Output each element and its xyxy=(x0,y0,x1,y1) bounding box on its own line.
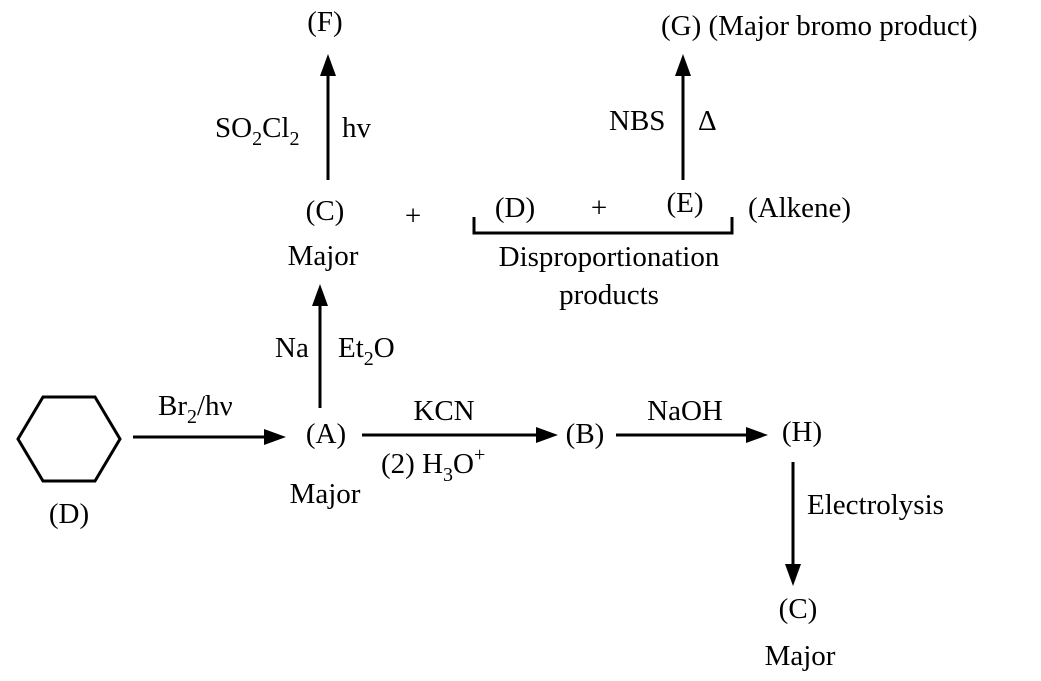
label-h: (H) xyxy=(782,416,822,448)
label-b: (B) xyxy=(566,418,605,450)
arrow-h-to-c-head xyxy=(785,564,801,586)
reagent-so2cl2: SO2Cl2 xyxy=(215,112,299,150)
label-c-bottom: (C) xyxy=(779,593,818,625)
reagent-et2o: Et2O xyxy=(338,332,395,370)
label-major-c-top: Major xyxy=(288,240,359,272)
reagent-nbs: NBS xyxy=(609,105,665,137)
arrow-a-to-b-head xyxy=(536,427,558,443)
label-c-top: (C) xyxy=(306,195,345,227)
label-e: (E) xyxy=(666,187,703,219)
arrow-c-to-f-head xyxy=(320,54,336,76)
label-major-a: Major xyxy=(290,478,361,510)
label-a: (A) xyxy=(306,418,346,450)
label-products: products xyxy=(559,279,659,311)
arrow-e-to-g-head xyxy=(675,54,691,76)
label-disproportionation: Disproportionation xyxy=(499,241,720,273)
label-d-mid: (D) xyxy=(495,192,535,224)
reagent-delta: Δ xyxy=(698,105,717,137)
arrow-b-to-h-head xyxy=(746,427,768,443)
label-g: (G) (Major bromo product) xyxy=(661,10,978,42)
reagent-br2-hv: Br2/hν xyxy=(158,390,233,428)
disproportionation-bracket xyxy=(472,217,734,235)
label-d-bottom: (D) xyxy=(49,498,89,530)
label-major-c-bottom: Major xyxy=(765,640,836,672)
reagent-hv-top: hv xyxy=(342,112,372,144)
reagent-h3o: (2) H3O+ xyxy=(381,444,485,486)
label-f: (F) xyxy=(307,6,342,38)
plus-sign-2: + xyxy=(591,192,607,224)
reagent-na: Na xyxy=(275,332,309,364)
plus-sign-1: + xyxy=(405,200,421,232)
reagent-naoh: NaOH xyxy=(647,395,723,427)
arrow-a-to-c-head xyxy=(312,284,328,306)
label-alkene: (Alkene) xyxy=(748,192,851,224)
arrow-d-to-a-head xyxy=(264,429,286,445)
reagent-electrolysis: Electrolysis xyxy=(807,489,944,521)
cyclohexane-ring xyxy=(16,395,122,483)
reagent-kcn: KCN xyxy=(413,395,474,427)
